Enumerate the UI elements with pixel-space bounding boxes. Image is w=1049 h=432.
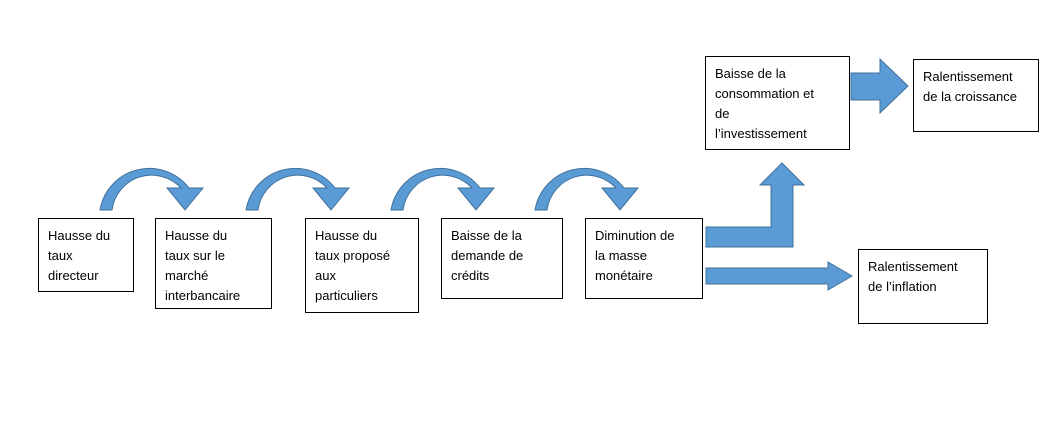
node-hausse-taux-directeur: Hausse du taux directeur xyxy=(38,218,134,292)
node-diminution-masse-monetaire: Diminution de la masse monétaire xyxy=(585,218,703,299)
node-hausse-taux-particuliers: Hausse du taux proposé aux particuliers xyxy=(305,218,419,313)
curved-arrow-1 xyxy=(99,167,205,211)
curved-arrow-3 xyxy=(390,167,496,211)
bent-up-arrow xyxy=(705,162,806,248)
node-baisse-demande-credits: Baisse de la demande de crédits xyxy=(441,218,563,299)
node-ralentissement-croissance: Ralentissement de la croissance xyxy=(913,59,1039,132)
curved-arrow-4 xyxy=(534,167,640,211)
curved-arrow-2 xyxy=(245,167,351,211)
node-baisse-consommation-investissement: Baisse de la consommation et de l’invest… xyxy=(705,56,850,150)
node-ralentissement-inflation: Ralentissement de l’inflation xyxy=(858,249,988,324)
node-hausse-taux-interbancaire: Hausse du taux sur le marché interbancai… xyxy=(155,218,272,309)
right-arrow-inflation xyxy=(705,261,853,291)
right-arrow-croissance xyxy=(850,57,909,115)
